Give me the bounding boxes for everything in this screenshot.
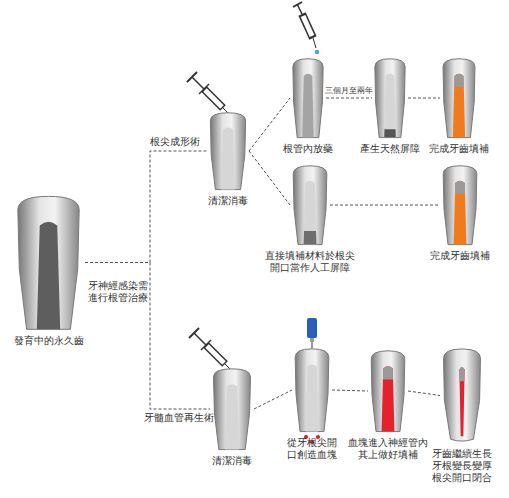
tooth-body — [443, 59, 475, 138]
dashed-connector — [408, 391, 440, 396]
plunger-handle — [293, 2, 302, 7]
tooth-body — [443, 166, 477, 245]
tooth-body — [295, 349, 329, 432]
tooth-body — [375, 59, 405, 138]
tooth-body — [371, 351, 405, 432]
syringe-symbol — [187, 72, 230, 115]
tooth-illustration — [440, 165, 480, 245]
step-caption: 根管內放藥 — [276, 143, 340, 155]
file-handle — [307, 318, 317, 338]
natural-barrier — [384, 129, 396, 137]
tooth-node: 產生天然屏障 — [372, 58, 408, 138]
filling-cap — [459, 367, 464, 381]
tooth-illustration — [290, 165, 330, 245]
tooth-node: 根管內放藥 — [290, 58, 326, 138]
medicine-syringe — [293, 2, 319, 54]
step-caption: 清潔消毒 — [198, 195, 258, 207]
root-canal — [384, 74, 396, 138]
edge-label: 根尖成形術 — [150, 136, 210, 148]
tooth-node: 發育中的永久齒 — [12, 195, 85, 330]
tooth-node: 血塊進入神經管內 其上做好填補 — [368, 350, 408, 432]
barrel — [302, 14, 313, 38]
tooth-illustration — [368, 350, 408, 432]
tooth-body — [293, 166, 327, 245]
root-canal — [37, 222, 60, 330]
tooth-body — [18, 196, 79, 329]
tooth-node: 清潔消毒 — [210, 368, 254, 450]
tooth-node: 清潔消毒 — [207, 112, 249, 190]
tooth-illustration — [12, 195, 85, 330]
dashed-connector — [330, 205, 440, 206]
step-caption: 完成牙齒填補 — [426, 143, 492, 155]
drop — [315, 50, 319, 54]
step-caption: 發育中的永久齒 — [0, 335, 99, 347]
tooth-node: 完成牙齒填補 — [440, 165, 480, 245]
step-caption: 完成牙齒填補 — [427, 250, 493, 262]
dashed-connector — [408, 98, 440, 99]
edge-label: 牙髓血管再生術 — [144, 412, 218, 424]
tooth-illustration — [290, 58, 326, 138]
root-canal — [454, 181, 467, 245]
tooth-node: 直接填補材料於根尖 開口當作人工屏障 — [290, 165, 330, 245]
root-canal — [221, 127, 234, 189]
root-canal — [382, 366, 395, 431]
tooth-illustration — [440, 58, 478, 138]
root-canal — [302, 74, 314, 138]
step-caption: 血塊進入神經管內 其上做好填補 — [342, 437, 434, 461]
dashed-connector — [249, 151, 290, 205]
dashed-connector — [326, 98, 372, 99]
filling-cap — [383, 366, 393, 379]
filling-cap — [454, 74, 464, 87]
tooth-illustration — [292, 348, 332, 432]
tooth-node: 從牙根尖開 口創造血塊 — [292, 348, 332, 432]
root-canal — [306, 365, 319, 432]
dashed-connector — [332, 390, 368, 391]
step-caption: 產生天然屏障 — [355, 143, 425, 155]
filling-cap — [455, 181, 465, 194]
syringe-symbol — [189, 328, 232, 371]
needle — [313, 38, 316, 48]
tooth-illustration — [207, 112, 249, 190]
step-caption: 從牙根尖開 口創造血塊 — [283, 437, 341, 461]
tooth-body — [210, 113, 245, 190]
step-caption: 牙齒繼續生長 牙根變長變厚 根尖開口閉合 — [429, 448, 495, 484]
tooth-illustration — [372, 58, 408, 138]
barrel-inner — [303, 16, 312, 36]
dashed-connector — [85, 151, 207, 263]
tooth-body — [214, 369, 251, 450]
tooth-illustration — [440, 348, 484, 443]
file-collar — [310, 338, 314, 342]
edge-label: 三個月至兩年 — [325, 86, 377, 96]
tooth-node: 完成牙齒填補 — [440, 58, 478, 138]
root-canal — [459, 367, 464, 436]
step-caption: 直接填補材料於根尖 開口當作人工屏障 — [261, 250, 359, 274]
dashed-connector — [85, 263, 210, 410]
root-canal — [453, 74, 465, 138]
tooth-body — [293, 59, 323, 138]
artificial-barrier — [304, 231, 317, 245]
tooth-node: 牙齒繼續生長 牙根變長變厚 根尖開口閉合 — [440, 348, 484, 443]
tooth-illustration — [210, 368, 254, 450]
root-canal — [225, 384, 239, 449]
step-caption: 清潔消毒 — [202, 455, 262, 467]
branch-note: 牙神經感染需 進行根管治療 — [86, 280, 148, 304]
tooth-body — [444, 349, 481, 441]
dashed-connector — [254, 390, 292, 409]
root-canal — [304, 181, 317, 245]
